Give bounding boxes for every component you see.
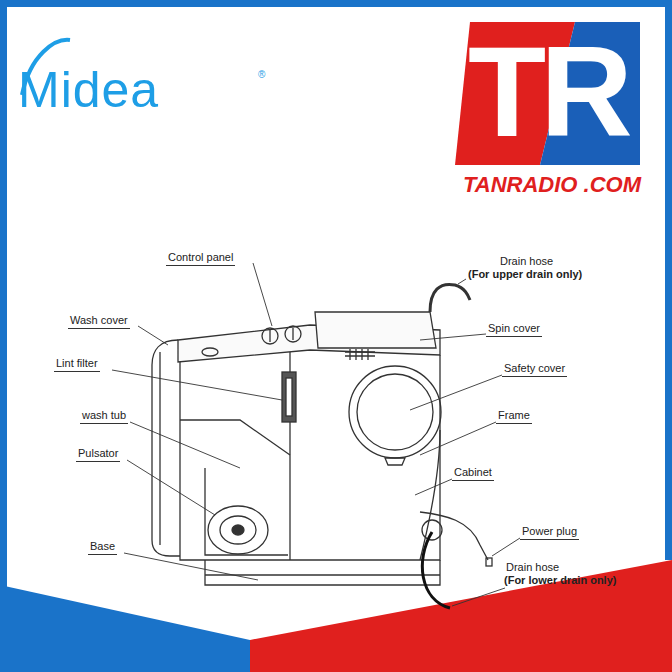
part-label: Safety cover <box>502 362 567 377</box>
trademark-mark: ® <box>258 68 265 81</box>
logo-letters: TR <box>468 28 627 156</box>
part-label: Base <box>88 540 117 555</box>
part-label: Drain hose <box>506 561 559 574</box>
part-label: Control panel <box>166 251 235 266</box>
part-label: Power plug <box>520 525 579 540</box>
part-label: Wash cover <box>68 314 130 329</box>
part-label: Drain hose <box>500 255 553 268</box>
brand-logo: Midea <box>18 62 159 118</box>
part-label: Pulsator <box>76 447 120 462</box>
part-label: Frame <box>496 409 532 424</box>
part-label: wash tub <box>80 409 128 424</box>
part-label: Cabinet <box>452 466 494 481</box>
part-note: (For upper drain only) <box>468 268 582 281</box>
part-label: Spin cover <box>486 322 542 337</box>
watermark: TANRADIO .COM <box>463 173 641 197</box>
part-note: (For lower drain only) <box>504 574 616 587</box>
part-label: Lint filter <box>54 357 100 372</box>
